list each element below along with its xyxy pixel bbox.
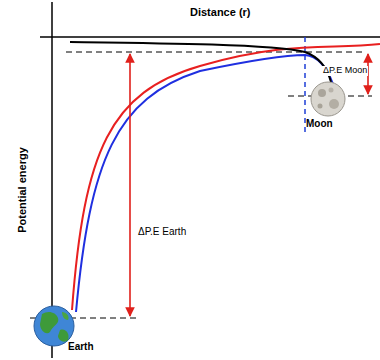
earth-picture	[34, 306, 74, 346]
axis-title: Distance (r)	[190, 6, 251, 18]
earth-potential-curve	[72, 44, 380, 310]
x-axis	[40, 36, 380, 38]
earth-energy-arrow	[129, 54, 131, 316]
energy-label: ΔP.E Earth	[137, 226, 187, 237]
energy-label: ΔP.E Moon	[322, 66, 368, 76]
peak-level-line	[66, 52, 366, 53]
body-label: Moon	[306, 118, 333, 129]
y-axis	[51, 2, 53, 358]
body-label: Earth	[68, 341, 94, 352]
moon-potential-curve	[70, 42, 331, 82]
moon-picture	[311, 82, 345, 116]
combined-potential-curve	[76, 55, 333, 312]
axis-title: Potential energy	[16, 147, 28, 233]
